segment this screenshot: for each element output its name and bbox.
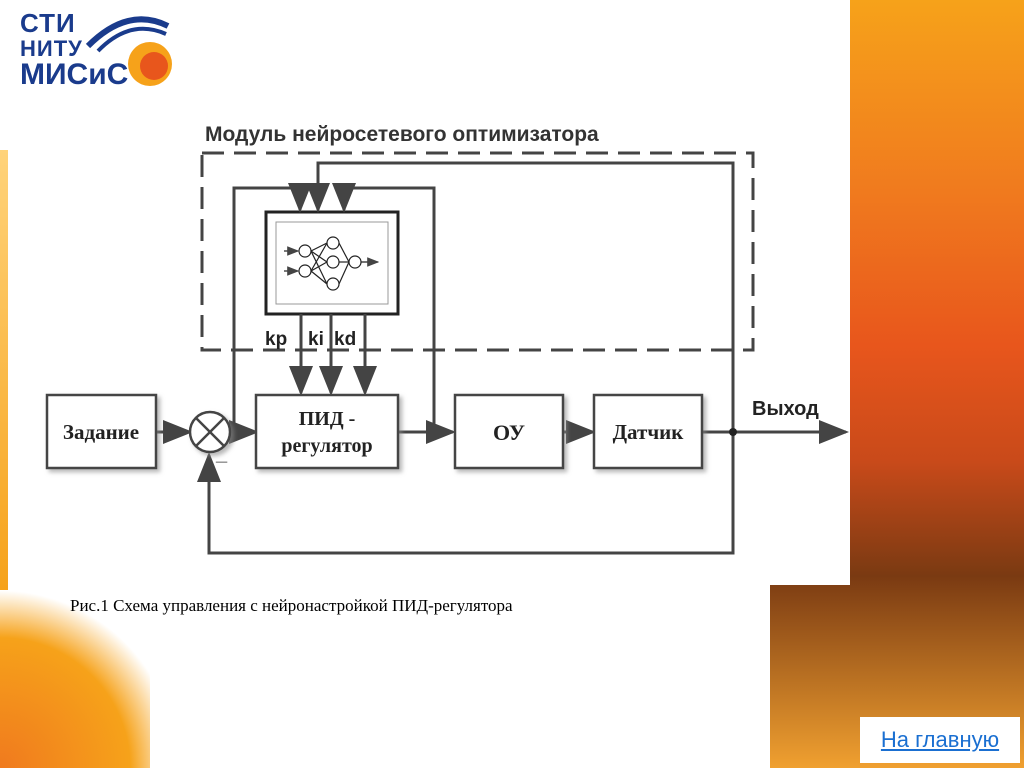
plant-label: ОУ [493,420,525,445]
param-ki: ki [308,329,324,350]
pid-label-line2: регулятор [281,435,372,457]
logo-line-1: СТИ [20,8,76,38]
param-kd: kd [334,329,356,350]
setpoint-block [45,393,158,470]
junction-dot [729,428,737,436]
sensor-label: Датчик [613,420,685,444]
logo-emblem-icon [85,16,172,86]
output-label: Выход [752,398,819,420]
logo-line-2: НИТУ [20,36,83,61]
pid-block [254,393,400,470]
left-edge-decoration [0,150,8,590]
minus-sign: _ [215,443,228,465]
slide-panel-lower [8,100,850,585]
neural-network-icon [284,236,380,291]
university-logo: СТИ НИТУ МИСиС [18,6,178,98]
left-decoration [0,585,150,768]
plant-block [453,393,565,470]
param-kp: kp [265,329,287,350]
setpoint-label: Задание [63,420,139,444]
module-border [200,151,755,352]
sensor-block [592,393,704,470]
module-title: Модуль нейросетевого оптимизатора [205,123,599,146]
pid-label-line1: ПИД - [299,408,356,430]
home-link[interactable]: На главную [860,717,1020,763]
logo-line-3: МИСиС [20,58,129,91]
figure-caption: Рис.1 Схема управления с нейронастройкой… [70,596,513,615]
